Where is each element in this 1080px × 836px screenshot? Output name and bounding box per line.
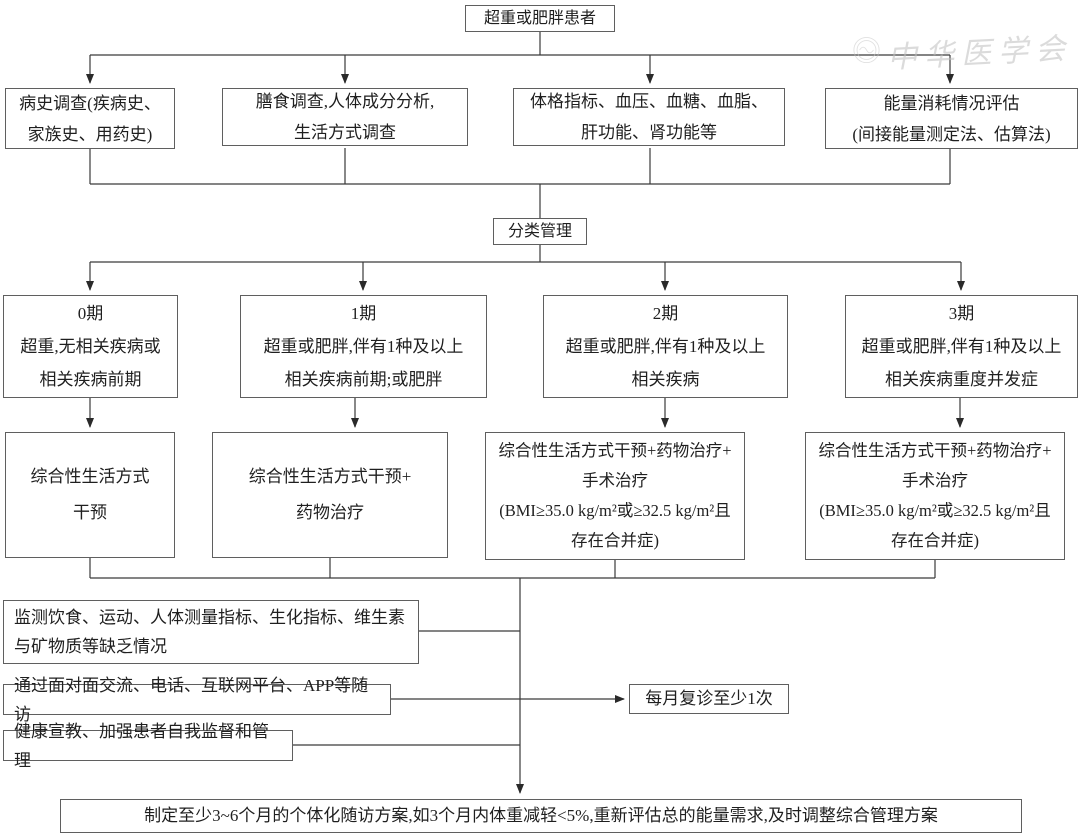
node-energy-assessment: 能量消耗情况评估 (间接能量测定法、估算法) <box>825 88 1078 149</box>
node-treatment-stage2: 综合性生活方式干预+药物治疗+ 手术治疗 (BMI≥35.0 kg/m²或≥32… <box>485 432 745 560</box>
node-stage-3: 3期 超重或肥胖,伴有1种及以上 相关疾病重度并发症 <box>845 295 1078 398</box>
node-stage-2: 2期 超重或肥胖,伴有1种及以上 相关疾病 <box>543 295 788 398</box>
node-diet-survey: 膳食调查,人体成分分析, 生活方式调查 <box>222 88 468 146</box>
node-stage-1: 1期 超重或肥胖,伴有1种及以上 相关疾病前期;或肥胖 <box>240 295 487 398</box>
node-classification: 分类管理 <box>493 218 587 245</box>
node-stage-0: 0期 超重,无相关疾病或 相关疾病前期 <box>3 295 178 398</box>
node-health-education: 健康宣教、加强患者自我监督和管理 <box>3 722 293 770</box>
node-followup-plan: 制定至少3~6个月的个体化随访方案,如3个月内体重减轻<5%,重新评估总的能量需… <box>60 799 1022 833</box>
node-followup-channels: 通过面对面交流、电话、互联网平台、APP等随访 <box>3 676 391 724</box>
node-treatment-stage1: 综合性生活方式干预+ 药物治疗 <box>212 432 448 558</box>
node-monthly-revisit: 每月复诊至少1次 <box>629 684 789 714</box>
node-treatment-stage3: 综合性生活方式干预+药物治疗+ 手术治疗 (BMI≥35.0 kg/m²或≥32… <box>805 432 1065 560</box>
node-root-patient: 超重或肥胖患者 <box>465 5 615 32</box>
node-history-survey: 病史调查(疾病史、 家族史、用药史) <box>5 88 175 149</box>
node-monitoring: 监测饮食、运动、人体测量指标、生化指标、维生素 与矿物质等缺乏情况 <box>3 600 419 664</box>
node-physical-indicators: 体格指标、血压、血糖、血脂、 肝功能、肾功能等 <box>513 88 785 146</box>
node-treatment-stage0: 综合性生活方式 干预 <box>5 432 175 558</box>
